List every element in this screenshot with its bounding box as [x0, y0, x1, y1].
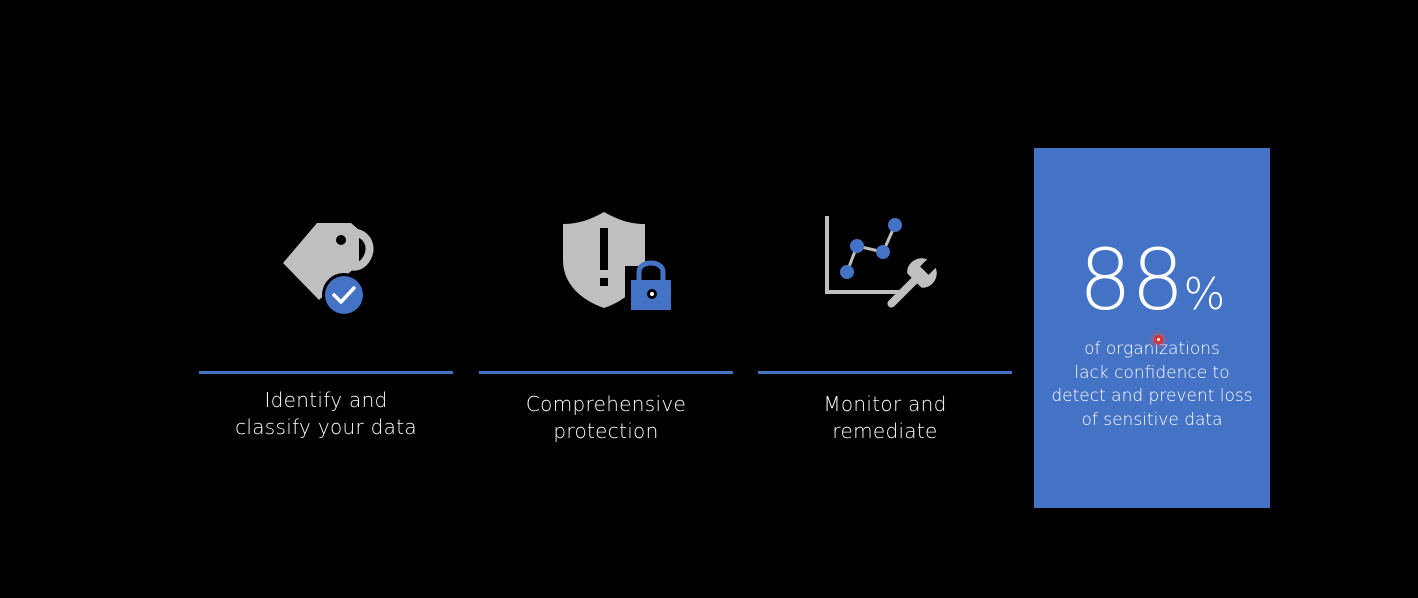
stat-unit: % [1183, 269, 1226, 320]
pillar-caption-line1: Comprehensive [525, 392, 687, 416]
pillar-caption: Comprehensive protection [479, 391, 733, 445]
stat-value: 88 [1078, 231, 1185, 329]
shield-lock-icon [563, 212, 671, 312]
pillar-caption-line2: protection [553, 419, 659, 443]
pillar-icon-wrap [479, 200, 733, 330]
stat-card: 88% of organizations lack confidence to … [1034, 148, 1270, 508]
stat-description: of organizations lack confidence to dete… [1034, 338, 1270, 432]
chart-wrench-icon [825, 216, 937, 308]
stat-desc-line2: lack confidence to [1074, 362, 1230, 383]
pillar-icon-wrap [199, 200, 453, 330]
pillar-divider [758, 371, 1012, 374]
pillar-caption-line1: Identify and [264, 388, 388, 412]
stat-number: 88% [1034, 230, 1270, 345]
pillar-caption: Identify and classify your data [199, 387, 453, 441]
pillar-icon-wrap [758, 200, 1012, 330]
pillar-caption: Monitor and remediate [758, 391, 1012, 445]
pillar-divider [479, 371, 733, 374]
pillar-caption-line2: remediate [832, 419, 938, 443]
pillar-caption-line2: classify your data [235, 415, 417, 439]
pillar-divider [199, 371, 453, 374]
stat-desc-line1: of organizations [1084, 339, 1220, 359]
pointer-cursor [1154, 335, 1163, 344]
stat-desc-line4: of sensitive data [1081, 409, 1223, 430]
pillar-caption-line1: Monitor and [823, 392, 947, 416]
tag-check-icon [283, 223, 374, 317]
stat-desc-line3: detect and prevent loss [1051, 386, 1253, 406]
